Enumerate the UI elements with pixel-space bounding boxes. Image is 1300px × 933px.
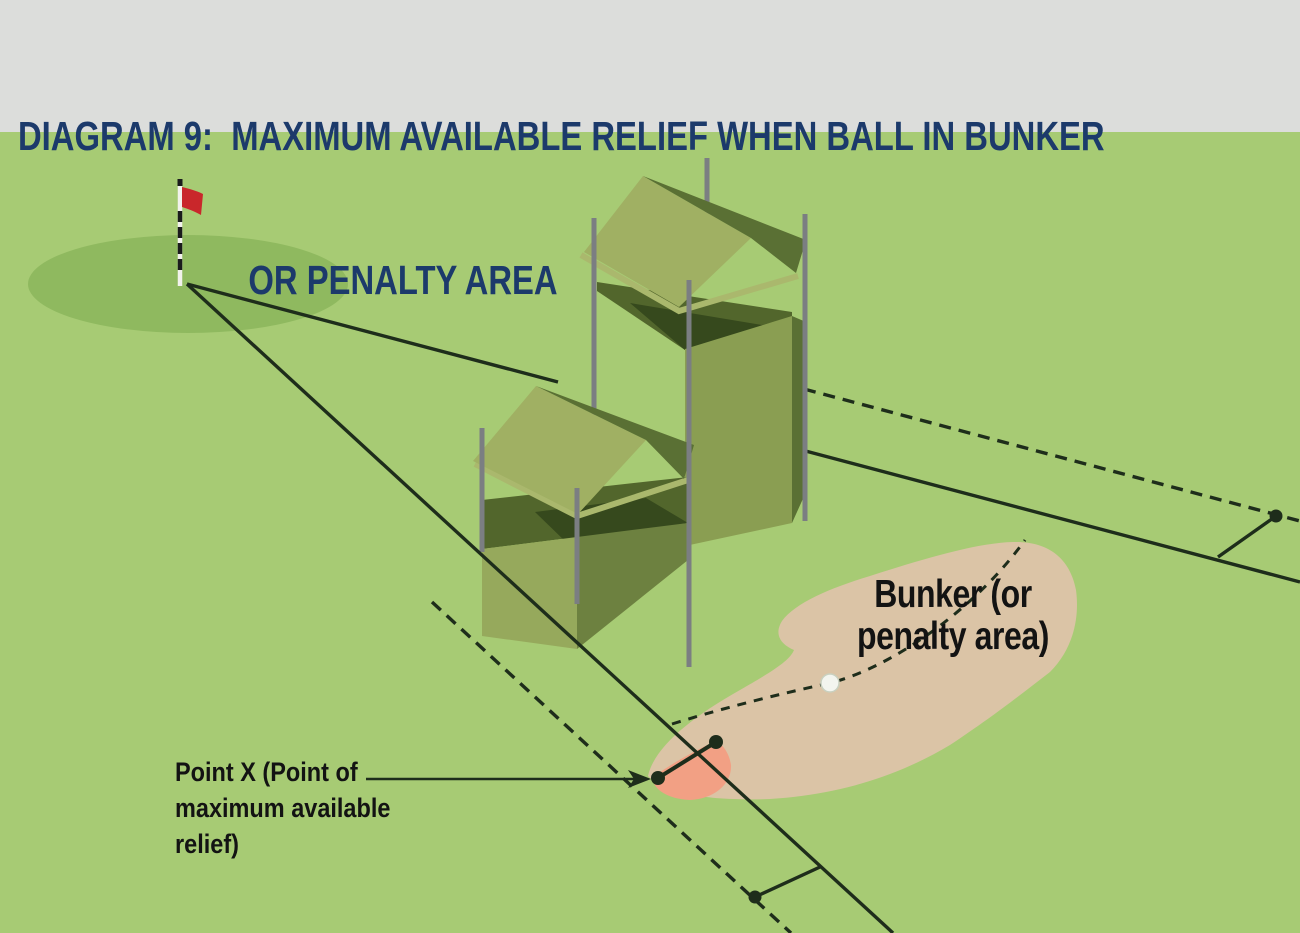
relief-boundary-left-dashed xyxy=(430,600,793,933)
relief-tick-right-dot xyxy=(1269,509,1283,523)
hole-line-right-segment-a xyxy=(186,282,559,384)
relief-tick-bottom-dot xyxy=(748,890,762,904)
stand-right-face xyxy=(577,523,688,649)
tower-front-poles xyxy=(591,214,808,521)
hole-line-right-segment-b xyxy=(797,447,1300,584)
flagstick xyxy=(177,179,203,286)
grandstand-tower xyxy=(579,158,808,546)
flag-icon xyxy=(182,187,203,215)
bunker-label: Bunker (or penalty area) xyxy=(857,573,1049,658)
ball-line-dashed xyxy=(671,539,1027,726)
diagram-title-line1: DIAGRAM 9: MAXIMUM AVAILABLE RELIEF WHEN… xyxy=(18,113,1105,159)
point-x-arrowhead xyxy=(628,770,651,788)
point-x-segment xyxy=(656,740,718,780)
tower-front-face xyxy=(685,316,792,546)
relief-tick-right xyxy=(1217,509,1283,559)
hole-reference-line-right xyxy=(186,282,1300,584)
stand-roof-dark-face xyxy=(536,386,694,479)
stand-poles xyxy=(479,428,580,604)
stand-roof-light-face xyxy=(473,386,646,514)
hole-reference-line-left xyxy=(185,282,895,933)
point-x-marker xyxy=(651,735,723,785)
diagram-title: DIAGRAM 9: MAXIMUM AVAILABLE RELIEF WHEN… xyxy=(18,16,1105,400)
diagram-title-line2: OR PENALTY AREA xyxy=(248,257,558,303)
flagstick-tip xyxy=(177,179,183,186)
point-x-arrow xyxy=(366,770,651,788)
golf-ball xyxy=(820,673,840,693)
max-relief-area xyxy=(652,741,732,800)
point-x-upper-dot xyxy=(709,735,723,749)
diagram-header: DIAGRAM 9: MAXIMUM AVAILABLE RELIEF WHEN… xyxy=(0,0,1300,303)
tower-roof-eave xyxy=(579,252,799,315)
tower-roof-dark-face xyxy=(643,176,806,273)
relief-boundary-right-dashed xyxy=(803,387,1300,523)
bunker-area xyxy=(648,541,1077,800)
grandstand-lower xyxy=(473,386,694,649)
point-x-label: Point X (Point of maximum available reli… xyxy=(175,757,391,859)
relief-tick-right-line xyxy=(1217,514,1277,559)
tower-interior-deep-shadow xyxy=(630,303,792,350)
tower-roof-light-face xyxy=(584,176,751,307)
point-x-dot xyxy=(651,771,665,785)
stand-front-face xyxy=(482,537,577,649)
relief-tick-bottom-line xyxy=(754,865,821,899)
relief-tick-bottom xyxy=(748,865,821,904)
